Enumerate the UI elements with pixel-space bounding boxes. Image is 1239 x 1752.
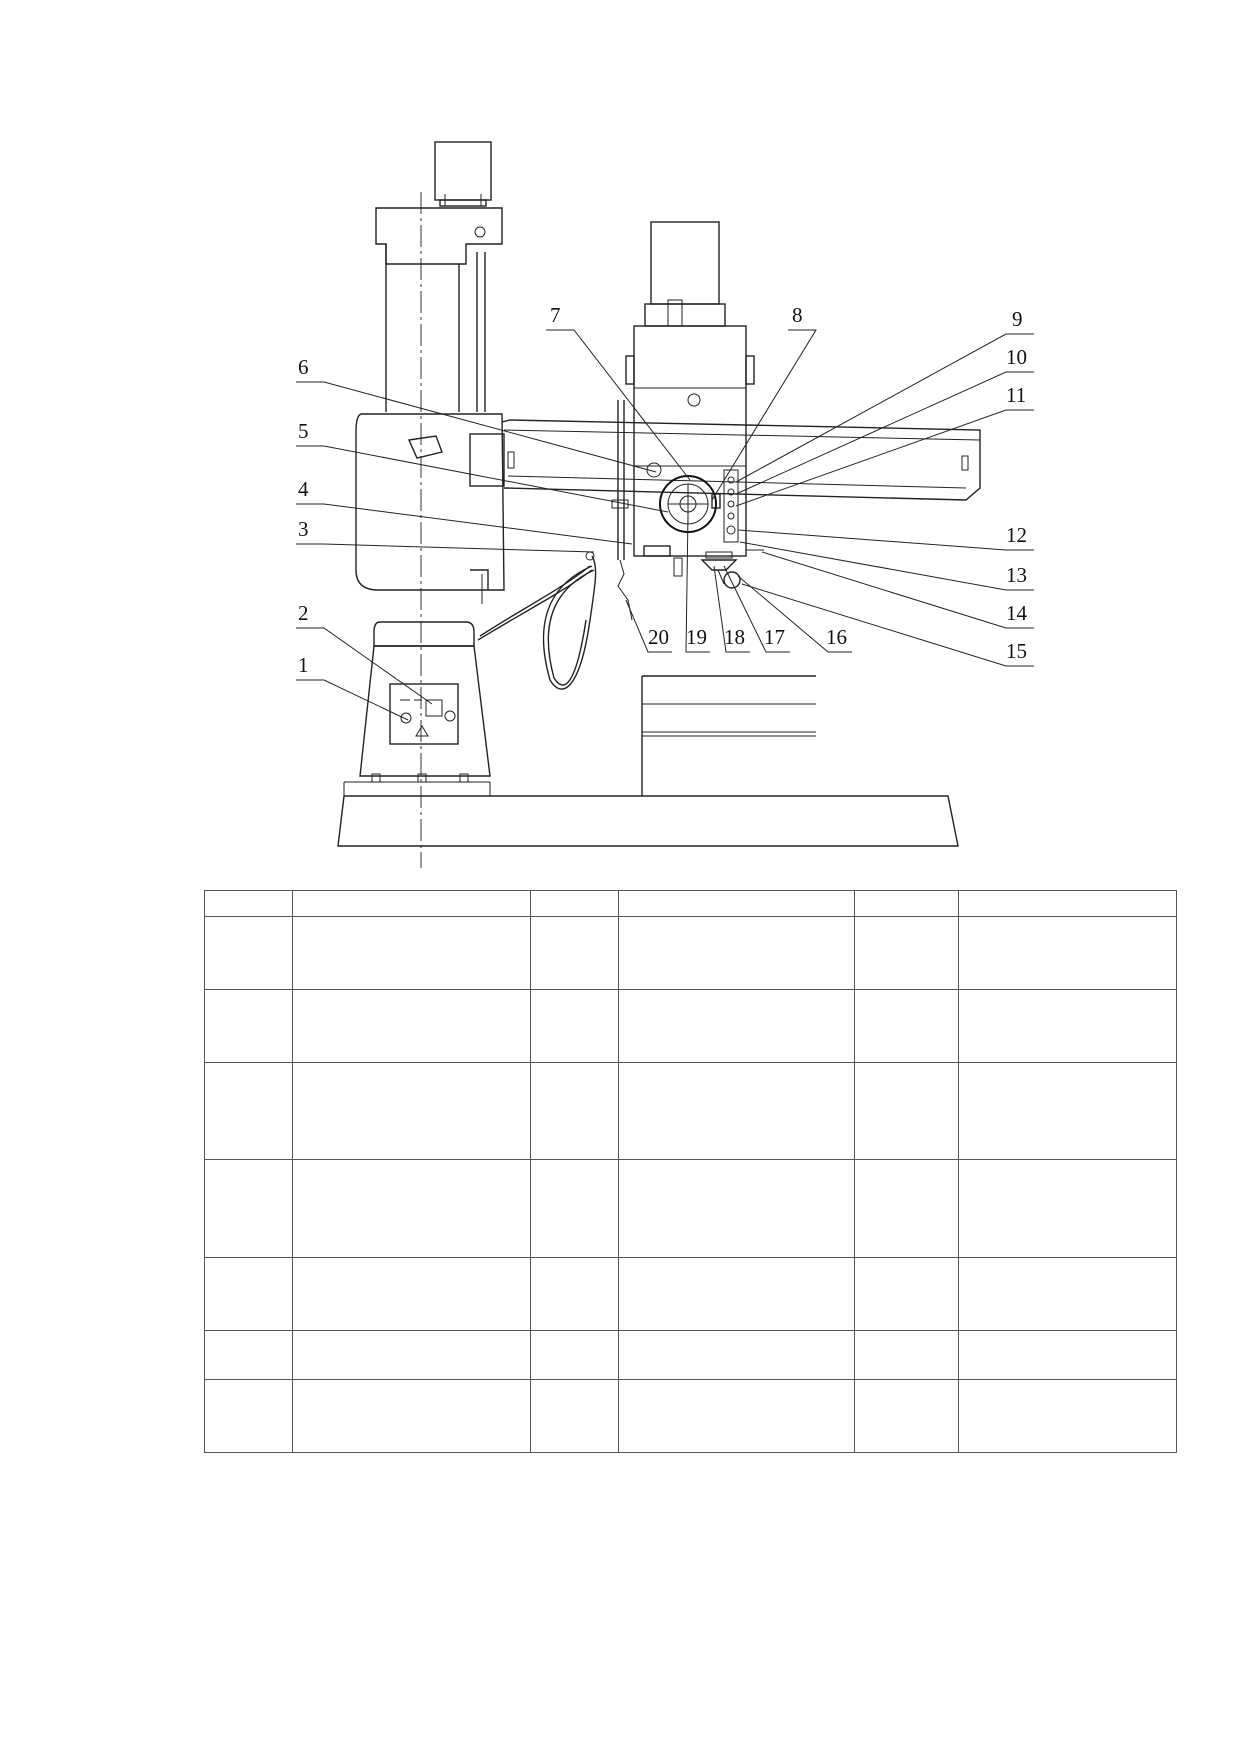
table-cell bbox=[618, 916, 855, 991]
table-cell bbox=[530, 989, 619, 1064]
column-top-cap bbox=[375, 207, 503, 265]
table-cell bbox=[204, 1062, 293, 1161]
table-cell bbox=[958, 1062, 1177, 1161]
table-cell bbox=[618, 889, 855, 918]
callout-6: 6 bbox=[298, 355, 309, 379]
table-cell bbox=[854, 889, 959, 918]
callout-7: 7 bbox=[550, 303, 561, 327]
spindle-head bbox=[625, 325, 764, 589]
callout-8: 8 bbox=[792, 303, 803, 327]
callout-4: 4 bbox=[298, 477, 309, 501]
table-cell bbox=[530, 1159, 619, 1258]
table-cell bbox=[292, 1256, 531, 1331]
callout-15: 15 bbox=[1006, 639, 1027, 663]
callout-20: 20 bbox=[648, 625, 669, 649]
head-guide-rod bbox=[611, 400, 629, 560]
table-cell bbox=[618, 1329, 855, 1380]
parts-table-body bbox=[204, 889, 1177, 1454]
callout-1: 1 bbox=[298, 653, 309, 677]
machine-base bbox=[337, 781, 959, 847]
callout-19: 19 bbox=[686, 625, 707, 649]
table-row bbox=[204, 916, 1177, 991]
table-cell bbox=[854, 916, 959, 991]
table-cell bbox=[958, 1159, 1177, 1258]
table-row bbox=[204, 889, 1177, 918]
table-cell bbox=[854, 1378, 959, 1454]
table-cell bbox=[530, 1378, 619, 1454]
callout-3: 3 bbox=[298, 517, 309, 541]
table-cell bbox=[292, 989, 531, 1064]
table-cell bbox=[618, 1256, 855, 1331]
table-cell bbox=[292, 1329, 531, 1380]
table-cell bbox=[958, 1378, 1177, 1454]
table-row bbox=[204, 1329, 1177, 1380]
table-cell bbox=[958, 1256, 1177, 1331]
table-row bbox=[204, 1256, 1177, 1331]
table-cell bbox=[292, 1159, 531, 1258]
elevating-screw bbox=[476, 252, 486, 412]
callout-2: 2 bbox=[298, 601, 309, 625]
table-cell bbox=[530, 916, 619, 991]
arm-sleeve bbox=[355, 413, 505, 604]
callout-18: 18 bbox=[724, 625, 745, 649]
callout-labels: 1 2 3 4 5 6 7 8 9 10 11 12 13 14 15 16 1… bbox=[298, 303, 1028, 677]
callout-16: 16 bbox=[826, 625, 847, 649]
control-pendant-cable bbox=[477, 551, 633, 690]
table-cell bbox=[854, 1159, 959, 1258]
callout-13: 13 bbox=[1006, 563, 1027, 587]
parts-table bbox=[204, 889, 1177, 1454]
table-cell bbox=[204, 1329, 293, 1380]
callout-11: 11 bbox=[1006, 383, 1026, 407]
table-row bbox=[204, 1378, 1177, 1454]
leader-lines bbox=[296, 329, 1034, 721]
table-cell bbox=[854, 1329, 959, 1380]
table-cell bbox=[958, 1329, 1177, 1380]
table-cell bbox=[958, 989, 1177, 1064]
table-row bbox=[204, 989, 1177, 1064]
table-cell bbox=[958, 916, 1177, 991]
table-cell bbox=[958, 889, 1177, 918]
table-cell bbox=[204, 889, 293, 918]
callout-12: 12 bbox=[1006, 523, 1027, 547]
table-cell bbox=[530, 1062, 619, 1161]
callout-14: 14 bbox=[1006, 601, 1028, 625]
table-cell bbox=[204, 916, 293, 991]
table-cell bbox=[292, 1062, 531, 1161]
table-cell bbox=[854, 1062, 959, 1161]
table-cell bbox=[530, 1256, 619, 1331]
table-cell bbox=[204, 1159, 293, 1258]
table-cell bbox=[618, 1378, 855, 1454]
spindle-head-motor bbox=[644, 221, 726, 327]
callout-5: 5 bbox=[298, 419, 309, 443]
table-cell bbox=[618, 989, 855, 1064]
table-cell bbox=[854, 989, 959, 1064]
table-cell bbox=[618, 1062, 855, 1161]
table-cell bbox=[292, 916, 531, 991]
table-cell bbox=[292, 889, 531, 918]
callout-9: 9 bbox=[1012, 307, 1023, 331]
callout-10: 10 bbox=[1006, 345, 1027, 369]
worktable bbox=[641, 675, 816, 796]
table-cell bbox=[204, 989, 293, 1064]
table-row bbox=[204, 1159, 1177, 1258]
table-cell bbox=[292, 1378, 531, 1454]
table-cell bbox=[530, 889, 619, 918]
callout-17: 17 bbox=[764, 625, 785, 649]
table-cell bbox=[204, 1256, 293, 1331]
column-top-motor bbox=[434, 141, 492, 207]
table-row bbox=[204, 1062, 1177, 1161]
column-base bbox=[359, 621, 491, 783]
radial-arm bbox=[501, 419, 981, 501]
table-cell bbox=[530, 1329, 619, 1380]
table-cell bbox=[204, 1378, 293, 1454]
table-cell bbox=[854, 1256, 959, 1331]
table-cell bbox=[618, 1159, 855, 1258]
